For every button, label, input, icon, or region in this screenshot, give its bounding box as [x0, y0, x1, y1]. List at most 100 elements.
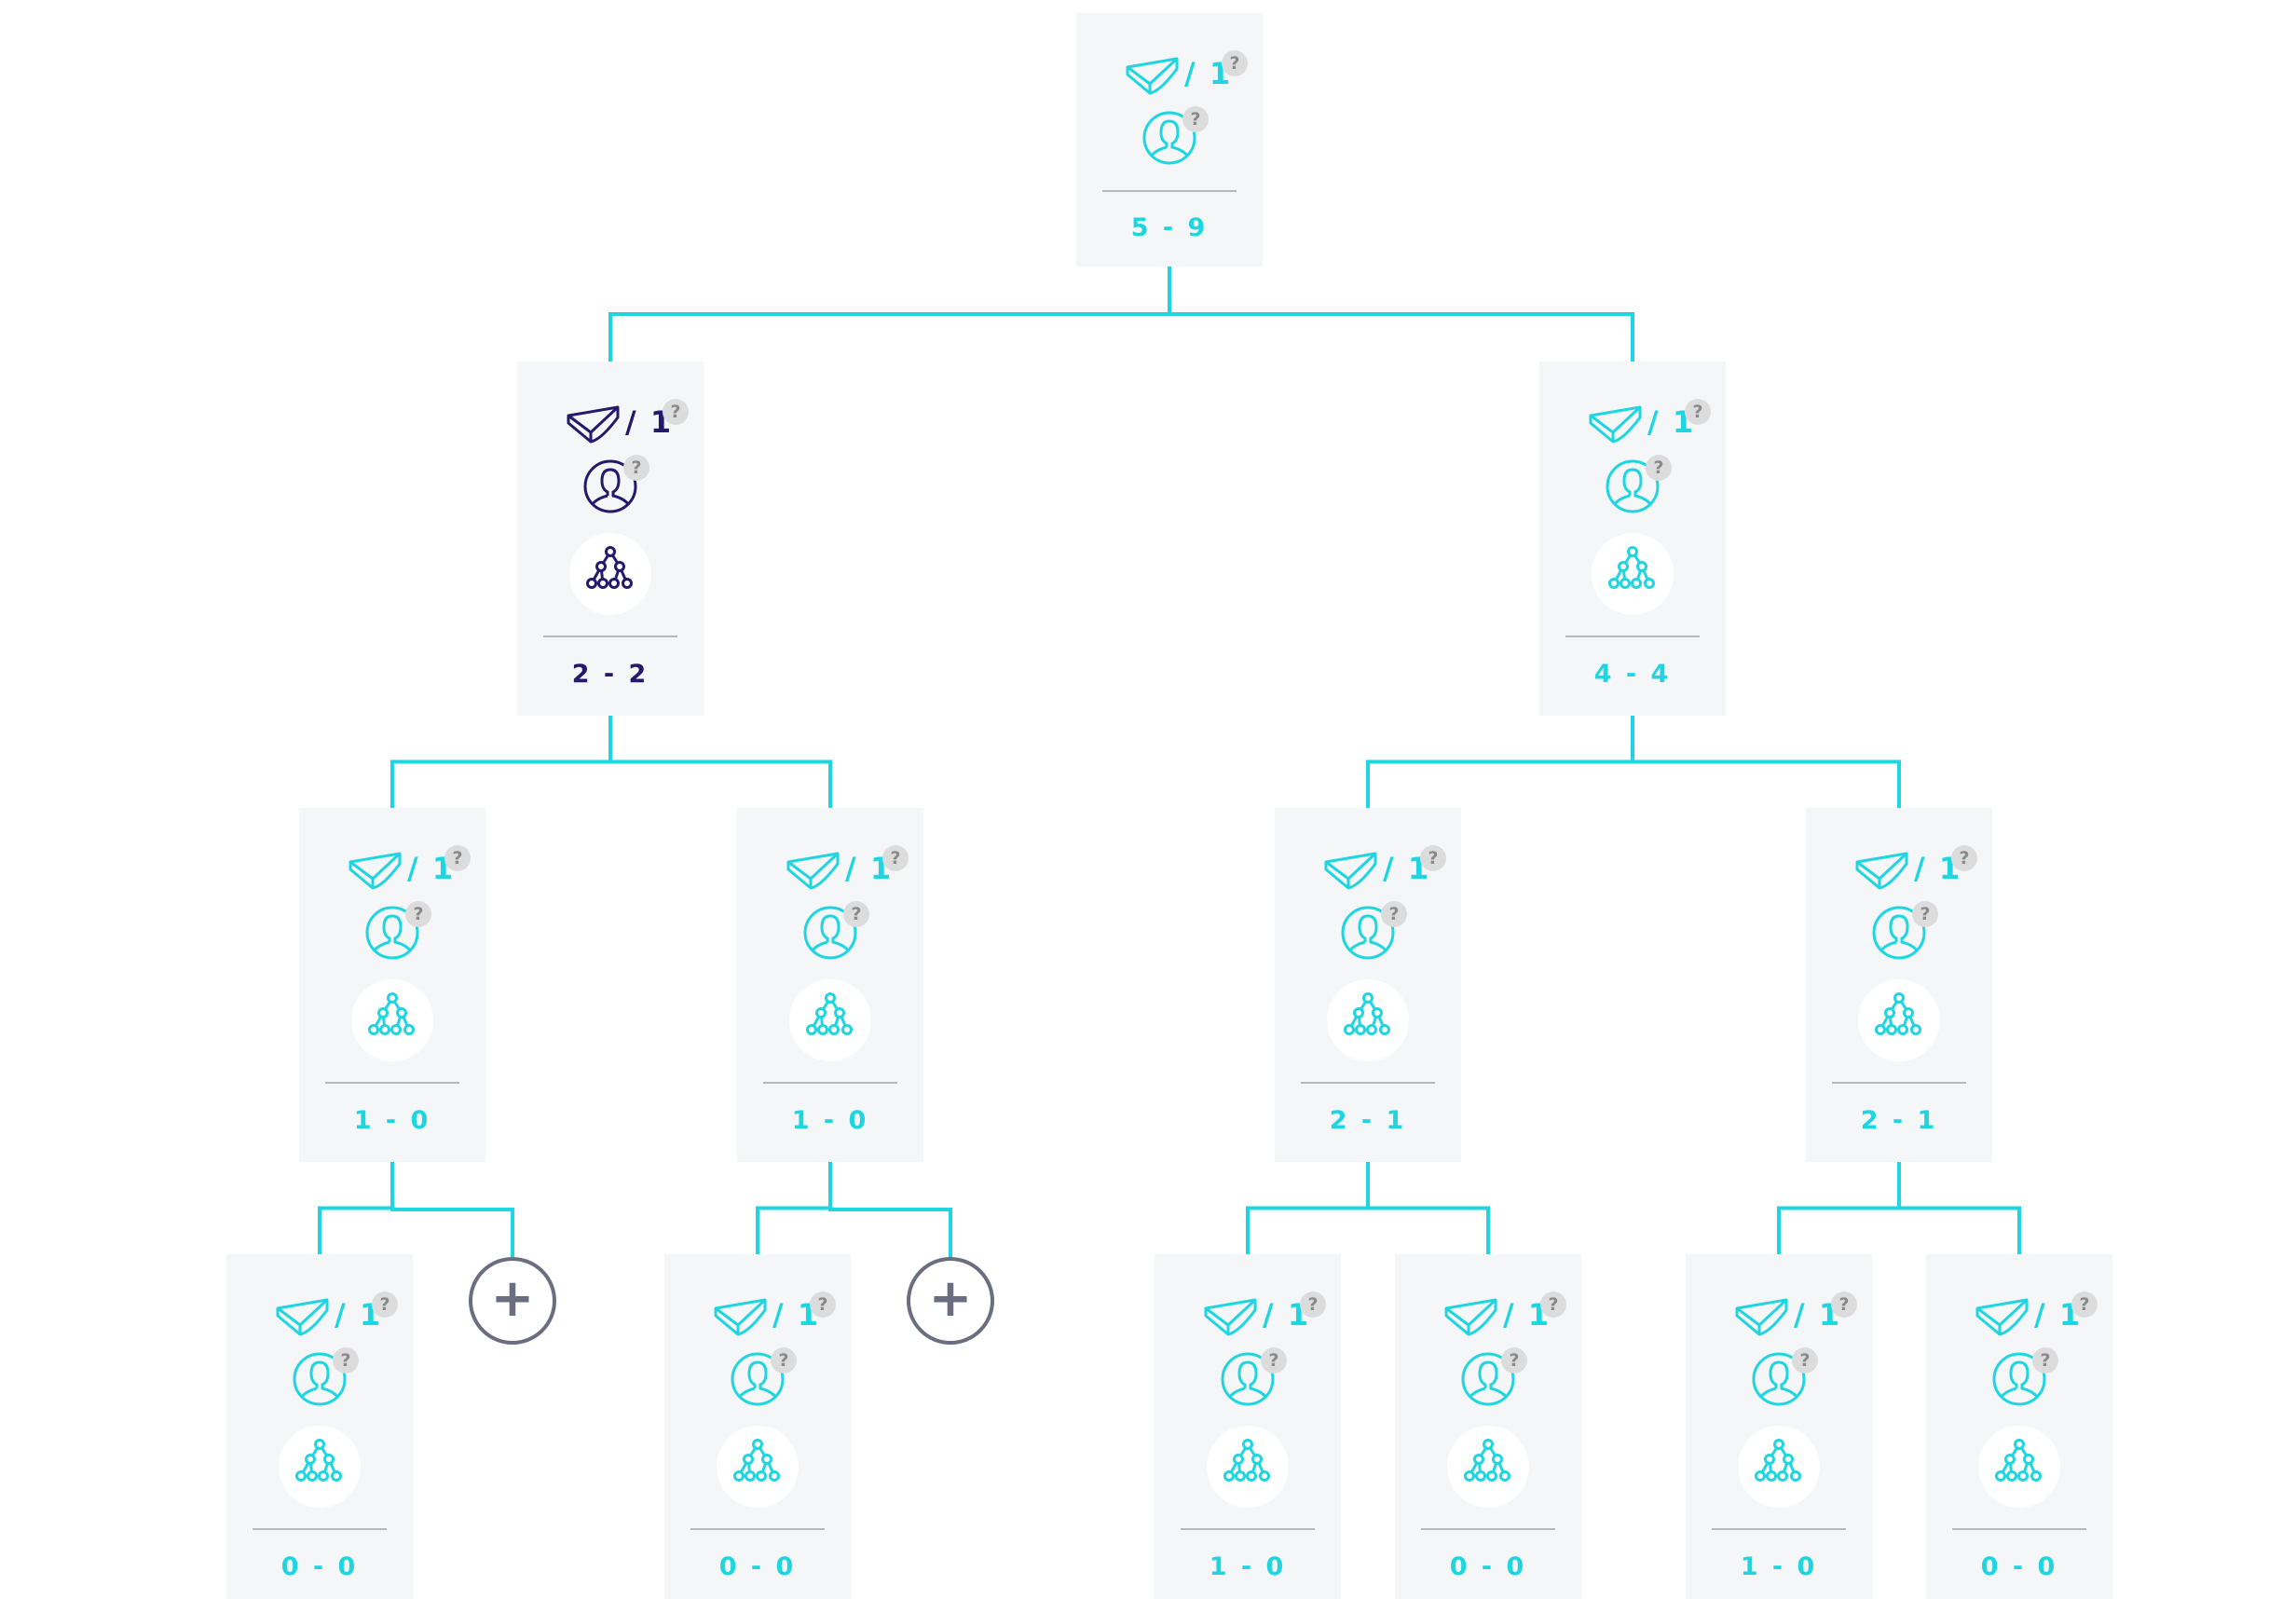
question-icon[interactable]: ?: [1646, 455, 1672, 481]
tree-node-lrl[interactable]: / 1 ? ? 0 - 0: [664, 1254, 851, 1599]
bag-icon: [1588, 404, 1644, 445]
question-icon[interactable]: ?: [1685, 399, 1711, 425]
node-divider: [253, 1528, 387, 1530]
question-icon[interactable]: ?: [1420, 845, 1446, 871]
pv-row: / 1 ?: [226, 1288, 413, 1344]
question-icon[interactable]: ?: [333, 1347, 359, 1374]
user-icon[interactable]: ?: [1340, 901, 1407, 961]
node-divider: [325, 1082, 459, 1084]
tree-node-lll[interactable]: / 1 ? ? 0 - 0: [226, 1254, 413, 1599]
binary-tree-icon[interactable]: [717, 1426, 799, 1508]
user-icon[interactable]: ?: [292, 1347, 359, 1407]
user-icon[interactable]: ?: [582, 455, 649, 514]
binary-tree-icon[interactable]: [279, 1426, 361, 1508]
binary-tree-icon[interactable]: [1978, 1426, 2060, 1508]
question-icon[interactable]: ?: [405, 901, 431, 927]
add-node-button[interactable]: +: [907, 1257, 994, 1345]
question-icon[interactable]: ?: [663, 399, 689, 425]
pv-row: / 1 ?: [664, 1288, 851, 1344]
question-icon[interactable]: ?: [1831, 1292, 1857, 1318]
question-icon[interactable]: ?: [1540, 1292, 1566, 1318]
user-icon[interactable]: ?: [802, 901, 869, 961]
binary-tree-icon[interactable]: [1738, 1426, 1820, 1508]
question-icon[interactable]: ?: [444, 845, 471, 871]
node-score: 1 - 0: [353, 1106, 431, 1135]
binary-tree-icon[interactable]: [351, 979, 433, 1061]
user-icon[interactable]: ?: [1871, 901, 1938, 961]
question-icon[interactable]: ?: [372, 1292, 398, 1318]
pv-row: / 1 ?: [737, 841, 923, 897]
binary-tree-icon[interactable]: [1858, 979, 1940, 1061]
bag-icon: [1203, 1297, 1259, 1338]
question-icon[interactable]: ?: [1792, 1347, 1818, 1374]
user-icon[interactable]: ?: [730, 1347, 797, 1407]
tree-node-ll[interactable]: / 1 ? ? 1 - 0: [299, 808, 485, 1162]
tree-node-rrr[interactable]: / 1 ? ? 0 - 0: [1926, 1254, 2112, 1599]
tree-edge: [1897, 1162, 2021, 1254]
tree-node-rrl[interactable]: / 1 ? ? 1 - 0: [1686, 1254, 1872, 1599]
tree-node-rr[interactable]: / 1 ? ? 2 - 1: [1806, 808, 1992, 1162]
node-score: 1 - 0: [791, 1106, 869, 1135]
question-icon[interactable]: ?: [1381, 901, 1407, 927]
binary-tree-icon[interactable]: [569, 533, 651, 615]
user-icon[interactable]: ?: [1751, 1347, 1818, 1407]
tree-node-rl[interactable]: / 1 ? ? 2 - 1: [1275, 808, 1461, 1162]
question-icon[interactable]: ?: [1182, 106, 1209, 132]
tree-node-root[interactable]: / 1 ? ? 5 - 9: [1076, 13, 1263, 266]
question-icon[interactable]: ?: [771, 1347, 797, 1374]
tree-edge: [318, 1162, 394, 1254]
binary-tree-icon[interactable]: [1207, 1426, 1289, 1508]
tree-edge: [1366, 1162, 1490, 1254]
node-score: 0 - 0: [718, 1552, 797, 1581]
binary-tree-icon[interactable]: [1592, 533, 1674, 615]
binary-tree-icon[interactable]: [1447, 1426, 1529, 1508]
user-icon[interactable]: ?: [1141, 106, 1209, 166]
user-icon[interactable]: ?: [364, 901, 431, 961]
user-icon[interactable]: ?: [1460, 1347, 1527, 1407]
node-divider: [1102, 190, 1237, 192]
pv-row: / 1 ?: [1926, 1288, 2112, 1344]
bag-icon: [566, 404, 622, 445]
binary-tree-icon[interactable]: [789, 979, 871, 1061]
node-score: 0 - 0: [1449, 1552, 1527, 1581]
add-node-button[interactable]: +: [469, 1257, 556, 1345]
question-icon[interactable]: ?: [2071, 1292, 2098, 1318]
question-icon[interactable]: ?: [2032, 1347, 2058, 1374]
tree-node-lr[interactable]: / 1 ? ? 1 - 0: [737, 808, 923, 1162]
question-icon[interactable]: ?: [1222, 50, 1248, 76]
tree-node-rll[interactable]: / 1 ? ? 1 - 0: [1155, 1254, 1341, 1599]
question-icon[interactable]: ?: [843, 901, 869, 927]
user-icon[interactable]: ?: [1991, 1347, 2058, 1407]
bag-icon: [1125, 56, 1181, 97]
question-icon[interactable]: ?: [810, 1292, 836, 1318]
question-icon[interactable]: ?: [1501, 1347, 1527, 1374]
bag-icon: [1854, 851, 1910, 892]
pv-row: / 1 ?: [1686, 1288, 1872, 1344]
node-score: 5 - 9: [1130, 213, 1209, 242]
question-icon[interactable]: ?: [1912, 901, 1938, 927]
question-icon[interactable]: ?: [1261, 1347, 1287, 1374]
bag-icon: [275, 1297, 331, 1338]
node-divider: [1421, 1528, 1555, 1530]
tree-node-r[interactable]: / 1 ? ? 4 - 4: [1539, 362, 1726, 716]
node-score: 1 - 0: [1209, 1552, 1287, 1581]
user-icon[interactable]: ?: [1220, 1347, 1287, 1407]
tree-node-rlr[interactable]: / 1 ? ? 0 - 0: [1395, 1254, 1581, 1599]
tree-edge: [1777, 1162, 1901, 1254]
bag-icon: [1734, 1297, 1790, 1338]
pv-row: / 1 ?: [1806, 841, 1992, 897]
tree-node-l[interactable]: / 1 ? ? 2 - 2: [517, 362, 704, 716]
user-icon[interactable]: ?: [1605, 455, 1672, 514]
tree-edge: [828, 1162, 952, 1257]
question-icon[interactable]: ?: [882, 845, 909, 871]
node-score: 0 - 0: [1980, 1552, 2058, 1581]
question-icon[interactable]: ?: [623, 455, 649, 481]
tree-edge: [608, 716, 832, 808]
question-icon[interactable]: ?: [1951, 845, 1977, 871]
bag-icon: [1323, 851, 1379, 892]
binary-tree-icon[interactable]: [1327, 979, 1409, 1061]
node-divider: [1712, 1528, 1846, 1530]
question-icon[interactable]: ?: [1300, 1292, 1326, 1318]
